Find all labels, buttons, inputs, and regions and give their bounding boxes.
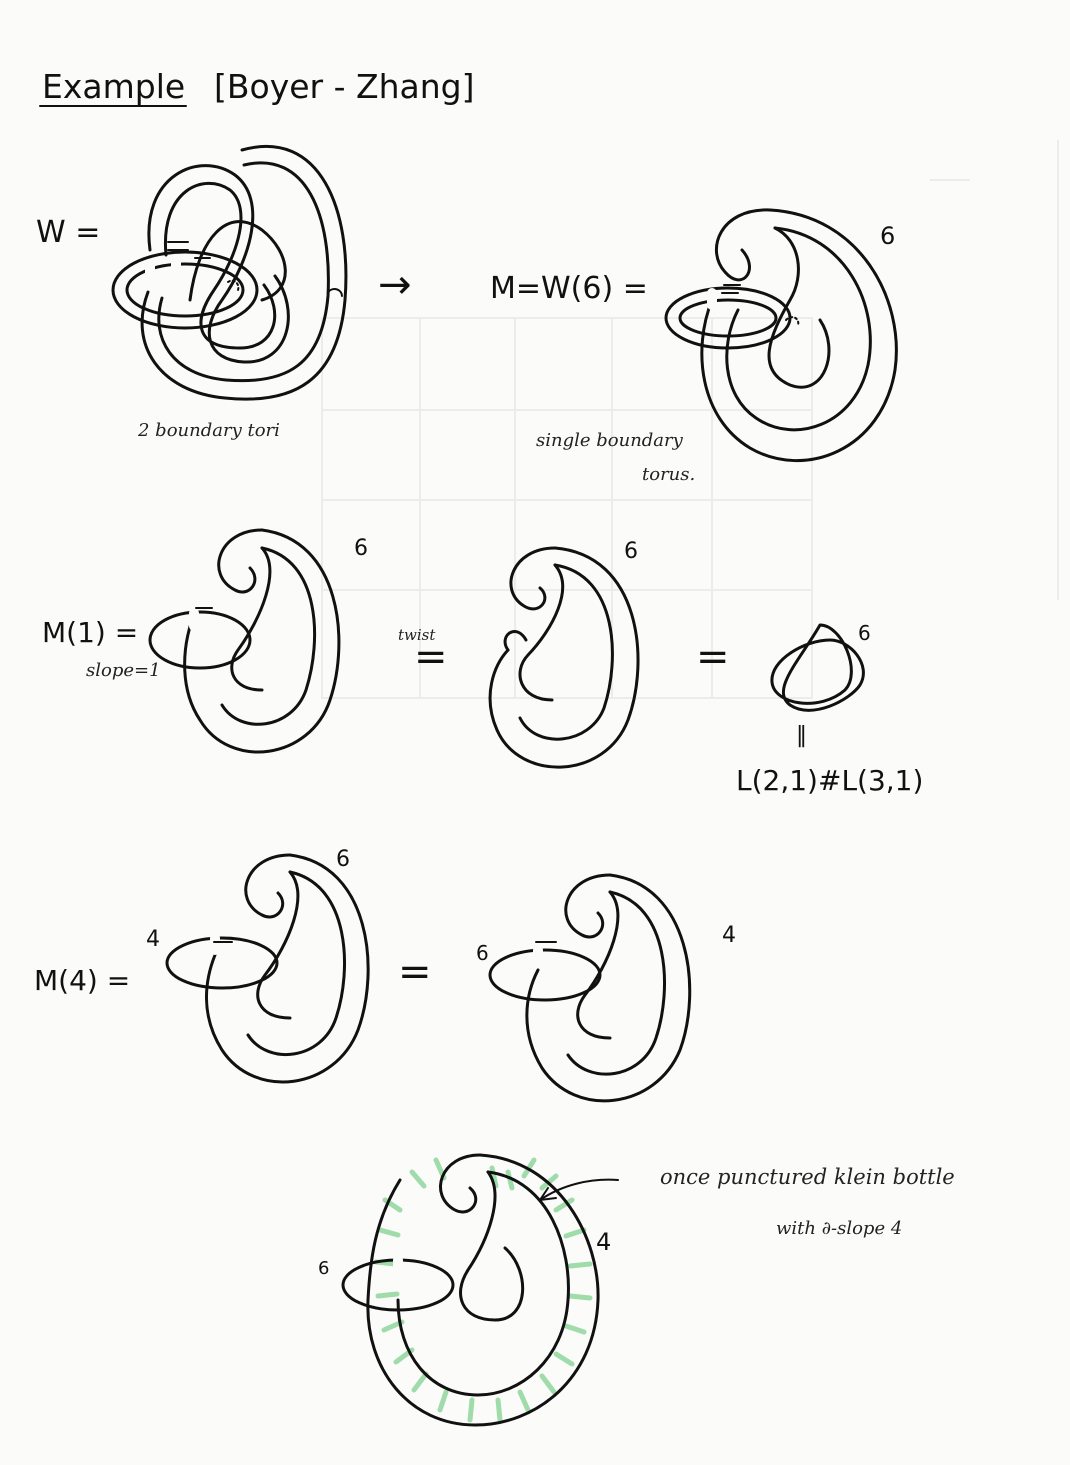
m1-label: M(1) =: [42, 616, 138, 649]
equals-m4: =: [398, 949, 432, 995]
vertical-equals: ‖: [796, 723, 807, 748]
m-boundary-note-2: torus.: [642, 464, 695, 485]
citation: [Boyer - Zhang]: [214, 67, 474, 106]
m1-slope-label: 6: [354, 536, 368, 561]
surface-hatching: [373, 1157, 593, 1423]
klein-bottle-note-1: once punctured klein bottle: [660, 1165, 955, 1189]
klein-bottle-diagram: [341, 1153, 619, 1427]
m4-left-ring-label: 4: [146, 927, 160, 952]
klein-side-label: 4: [596, 1228, 611, 1256]
m4-left-top-label: 6: [336, 847, 350, 872]
m4-right-top-label: 4: [722, 923, 736, 948]
m-slope-label: 6: [880, 222, 895, 250]
equals-twist: =: [414, 634, 448, 680]
m-knot-diagram: [664, 208, 898, 463]
twisted-slope-label: 6: [624, 539, 638, 564]
lens-space-result: L(2,1)#L(3,1): [736, 764, 923, 797]
w-label: W =: [36, 215, 100, 250]
m-boundary-note-1: single boundary: [536, 430, 684, 451]
w-boundary-note: 2 boundary tori: [137, 420, 280, 441]
m4-left-knot-diagram: [165, 853, 370, 1084]
bleed-through: [321, 140, 1059, 699]
w-link-diagram: [111, 144, 348, 401]
equals-trefoil: =: [696, 634, 730, 680]
m1-knot-diagram: [148, 528, 341, 754]
m4-right-knot-diagram: [488, 873, 692, 1103]
m-label: M=W(6) =: [490, 271, 648, 306]
twist-note: twist: [398, 626, 436, 644]
klein-bottle-note-2: with ∂-slope 4: [776, 1218, 902, 1239]
klein-ring-label: 6: [318, 1258, 329, 1279]
twisted-knot-diagram: [488, 546, 640, 769]
m4-label: M(4) =: [34, 964, 130, 997]
m4-right-ring-label: 6: [476, 941, 489, 965]
slope-note: slope=1: [86, 660, 161, 681]
example-heading: Example: [42, 67, 185, 106]
arrow-to-m: →: [378, 262, 412, 308]
trefoil-slope-label: 6: [858, 621, 871, 645]
trefoil-diagram: [770, 623, 865, 712]
